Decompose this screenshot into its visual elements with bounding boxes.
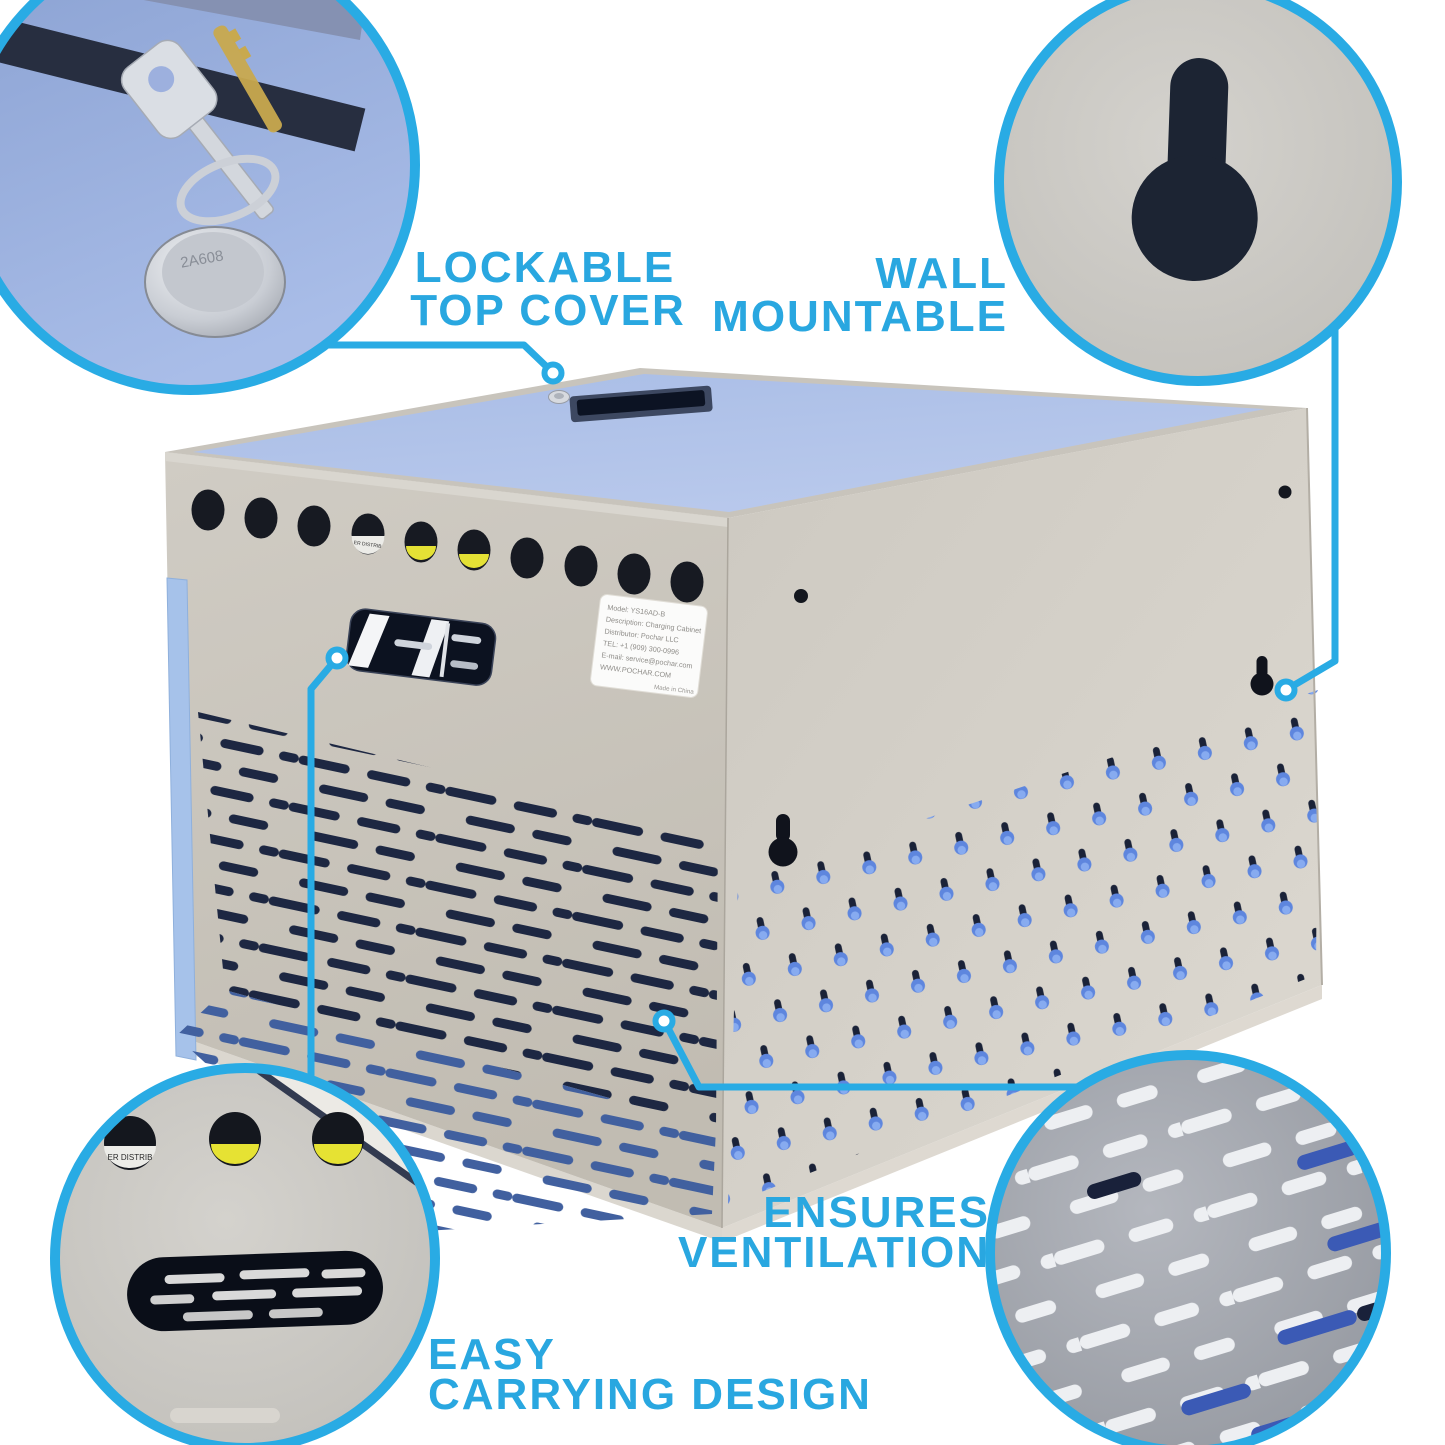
warning-sticker: [314, 1144, 362, 1164]
callout-ventilation-line2: VENTILATION: [678, 1228, 990, 1277]
keyhole-icon: [1131, 58, 1258, 281]
power-sticker: [104, 1146, 156, 1168]
keyring-icon: [176, 154, 280, 226]
connector-endpoints: [325, 361, 1298, 1033]
callout-connectors: [307, 321, 1339, 1091]
product-label: Model: YS16AD-B Description: Charging Ca…: [590, 594, 708, 698]
inset-ring: [994, 0, 1402, 386]
warning-sticker: [211, 1144, 259, 1164]
label-made-in: Made in China: [654, 684, 695, 696]
callout-connector-carrying: [307, 660, 336, 1084]
callout-connector-ventilation: [664, 1024, 1084, 1091]
power-sticker: [351, 536, 385, 554]
inset-carry-handle: ER DISTRIB: [50, 1063, 440, 1445]
callout-wall-line1: WALL: [875, 249, 1008, 298]
front-handle-cutout: [345, 608, 497, 686]
side-screw-hole: [1278, 485, 1292, 499]
warning-sticker: [459, 554, 489, 568]
inset-ventilation: [985, 1050, 1391, 1445]
connector-endpoint: [325, 646, 349, 670]
wall-mount-keyhole: [1250, 656, 1274, 696]
top-handle-recess: [569, 385, 713, 423]
callout-wall-line2: MOUNTABLE: [712, 292, 1008, 341]
cabinet-bottom-flange-right: [722, 985, 1322, 1242]
inset-wall-mount: [994, 0, 1402, 386]
callout-connector-wall: [1287, 321, 1339, 691]
handle-cutout-closeup: [127, 1250, 383, 1332]
power-sticker-text: ER DISTRIB: [353, 540, 382, 550]
inset-ring: [0, 0, 420, 395]
inset-lock-key: 2A608: [0, 0, 420, 395]
connector-endpoint: [652, 1009, 676, 1033]
key-icon: [120, 25, 282, 226]
callout-carrying-line2: CARRYING DESIGN: [428, 1370, 872, 1419]
top-lock: [548, 390, 570, 404]
inset-ring: [985, 1050, 1391, 1445]
vent-slots-closeup: [990, 1055, 1386, 1445]
door-edge-strip: [166, 577, 197, 1061]
callout-labels: LOCKABLE TOP COVER WALL MOUNTABLE ENSURE…: [410, 243, 1008, 1419]
connector-endpoint: [541, 361, 565, 385]
inset-ring: [50, 1063, 440, 1445]
callout-carrying-line1: EASY: [428, 1330, 556, 1379]
wall-mount-keyhole: [768, 814, 798, 867]
callout-connector-lockable: [321, 341, 553, 373]
inset-cable-holes: ER DISTRIB: [104, 1112, 364, 1170]
callout-ventilation-line1: ENSURES: [763, 1188, 990, 1237]
callout-lockable-line1: LOCKABLE: [415, 243, 675, 292]
warning-sticker: [406, 546, 436, 560]
callout-lockable-line2: TOP COVER: [410, 286, 686, 335]
top-cover-panel: [193, 374, 1265, 512]
side-screw-hole: [794, 589, 808, 603]
connector-endpoint: [1274, 678, 1298, 702]
power-sticker-text: ER DISTRIB: [108, 1153, 153, 1162]
front-cable-holes: ER DISTRIB: [191, 489, 704, 603]
cabinet-top-face: [165, 368, 1307, 518]
